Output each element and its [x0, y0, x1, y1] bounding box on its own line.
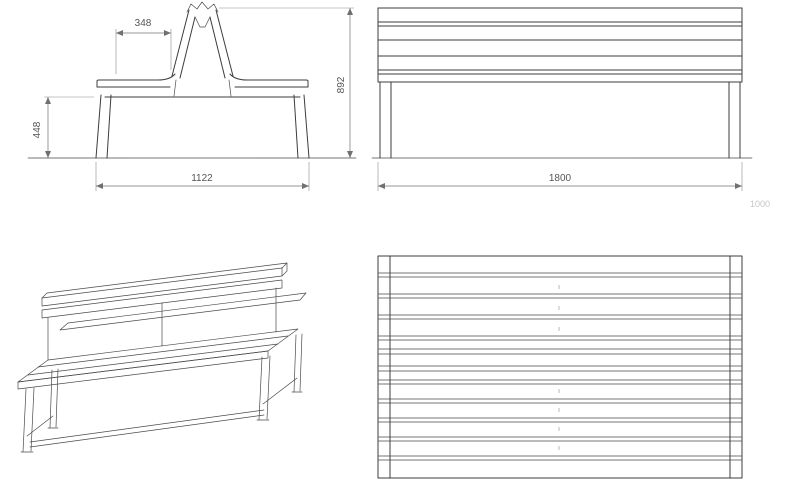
section-left-leg	[95, 94, 112, 159]
section-seat-ends	[96, 79, 309, 88]
plan-backrest-boards	[377, 348, 743, 372]
iso-seat-front-face	[17, 350, 269, 390]
plan-view	[377, 255, 743, 479]
dim-backrest-width: 348	[115, 18, 172, 74]
dim-seat-height-label: 448	[32, 121, 43, 138]
dim-length: 1800	[377, 162, 743, 191]
dim-seat-height: 448	[32, 96, 94, 158]
section-seat-contour	[98, 73, 307, 81]
plan-seat-slats-top	[377, 272, 743, 341]
iso-seat-outline	[17, 328, 299, 383]
dim-depth-label: 1122	[191, 173, 213, 184]
dim-overall-height: 892	[219, 7, 354, 158]
elevation-backrest-slats	[377, 7, 743, 41]
iso-end-rails	[26, 377, 298, 437]
front-elevation-view	[377, 7, 743, 159]
iso-back-thickness	[41, 262, 288, 299]
iso-front-left-leg	[20, 387, 35, 453]
plan-seat-slats-bottom	[377, 379, 743, 461]
section-backrest-slot	[194, 16, 211, 28]
dim-backrest-width-label: 348	[135, 18, 152, 29]
iso-front-right-leg	[256, 355, 271, 421]
elevation-left-leg	[379, 81, 392, 159]
iso-seat-slats	[27, 335, 289, 376]
iso-long-stretcher	[29, 409, 265, 448]
plan-outline	[377, 255, 743, 479]
dim-overall-height-label: 892	[336, 76, 347, 93]
dim-length-label: 1800	[549, 173, 572, 184]
iso-far-seat	[59, 292, 307, 331]
corner-note: 1000	[750, 199, 770, 209]
iso-back-posts	[47, 287, 277, 361]
section-view	[95, 1, 310, 159]
elevation-seat-slats	[377, 55, 743, 83]
elevation-end-frames	[377, 7, 743, 83]
isometric-view	[17, 262, 307, 453]
iso-rear-right-leg	[291, 333, 303, 393]
section-right-leg	[293, 94, 310, 159]
section-backrest-top-profile	[186, 1, 219, 13]
section-back-through-seat	[173, 79, 232, 97]
section-backrest-boards	[171, 9, 234, 79]
dim-depth: 1122	[95, 162, 310, 191]
plan-side-rails	[389, 255, 731, 479]
iso-back-slat-2	[41, 279, 283, 319]
elevation-right-leg	[728, 81, 741, 159]
dim-backrest-width-ext	[115, 29, 172, 74]
